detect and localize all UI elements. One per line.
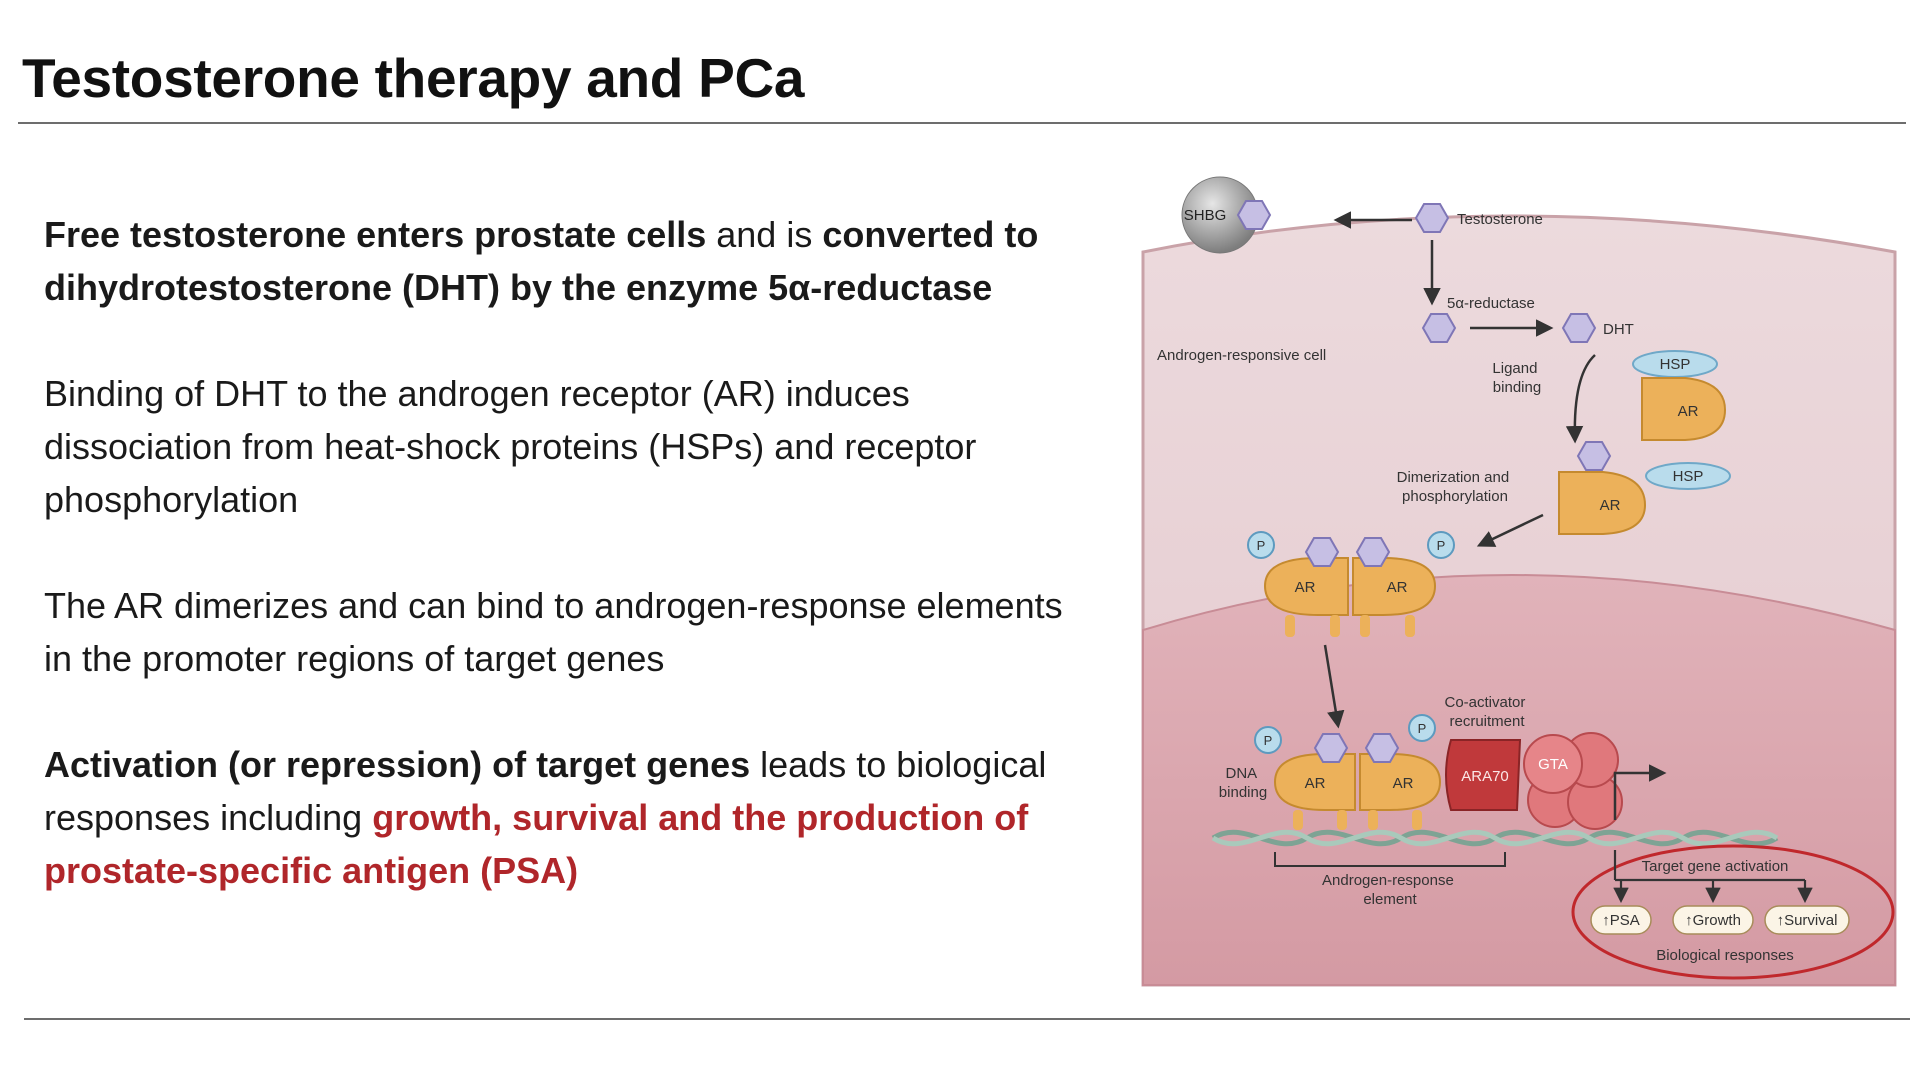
ar-label-4: AR: [1387, 579, 1408, 596]
ar-dimer-leg: [1360, 615, 1370, 637]
coactivator-label: Co-activator recruitment: [1444, 694, 1529, 730]
ar-activated-icon: [1558, 471, 1647, 535]
testosterone-label: Testosterone: [1457, 211, 1543, 228]
bullet-2-part-1: Binding of DHT to the androgen receptor …: [44, 373, 977, 520]
are-line-1: Androgen-response: [1322, 872, 1454, 889]
hsp-released-label: HSP: [1673, 468, 1704, 485]
phosphate-label: P: [1437, 538, 1446, 553]
survival-label: ↑Survival: [1777, 912, 1838, 929]
ar-label-3: AR: [1295, 579, 1316, 596]
testosterone-icon: [1414, 203, 1450, 233]
bullet-1-part-3: converted to dihydrotestosterone (DHT) b…: [44, 214, 1039, 308]
dht-bound-icon: [1576, 441, 1612, 471]
psa-label: ↑PSA: [1602, 912, 1640, 929]
testosterone-bound-icon: [1236, 200, 1272, 230]
footer-divider: [24, 1018, 1910, 1020]
dna-helix: [1211, 829, 1779, 847]
survival-pill: [1764, 905, 1850, 935]
coactivator-line-1: Co-activator: [1444, 694, 1525, 711]
target-gene-label: Target gene activation: [1642, 858, 1789, 875]
growth-label: ↑Growth: [1685, 912, 1741, 929]
ar-dimer-left-icon: [1263, 557, 1349, 616]
ar-dimer-right-icon: [1352, 557, 1437, 616]
gta-icon: [1523, 734, 1583, 794]
bullet-3: The AR dimerizes and can bind to androge…: [44, 579, 1074, 685]
phosphate-icon: [1427, 531, 1455, 559]
ligand-binding-label: Ligand binding: [1492, 360, 1541, 396]
dht-icon: [1561, 313, 1597, 343]
phosphate-icon: [1254, 726, 1282, 754]
hsp-label: HSP: [1660, 356, 1691, 373]
phosphate-label: P: [1264, 733, 1273, 748]
phosphate-label: P: [1257, 538, 1266, 553]
responses-highlight: [1571, 844, 1895, 980]
ar-dimer-leg: [1330, 615, 1340, 637]
coactivator-line-2: recruitment: [1449, 713, 1525, 730]
ar-signaling-diagram: SHBG Testosterone 5α-reductase DHT Andro…: [1125, 160, 1905, 990]
hsp-released-icon: [1645, 462, 1731, 490]
phosphate-icon: [1408, 714, 1436, 742]
ar-dna-leg: [1368, 810, 1378, 830]
dht-dimer-icon: [1355, 537, 1391, 567]
phosphate-label: P: [1418, 721, 1427, 736]
ar-dna-left-icon: [1273, 753, 1356, 811]
slide-title: Testosterone therapy and PCa: [22, 47, 805, 109]
dimerization-label: Dimerization and phosphorylation: [1397, 469, 1514, 505]
dht-label: DHT: [1603, 321, 1634, 338]
are-bracket: [1274, 852, 1506, 867]
bullet-4-part-3: growth, survival and the production of p…: [44, 797, 1029, 891]
ara70-icon: [1445, 739, 1522, 811]
bullet-1: Free testosterone enters prostate cells …: [44, 208, 1074, 314]
ligand-binding-line-1: Ligand: [1492, 360, 1537, 377]
ligand-arrow: [1565, 354, 1596, 444]
bullet-1-part-2: and is: [706, 214, 823, 255]
ligand-binding-line-2: binding: [1493, 379, 1541, 396]
dna-binding-line-2: binding: [1219, 784, 1267, 801]
gta-label: GTA: [1538, 756, 1568, 773]
nuclear-entry-arrow: [1323, 644, 1345, 729]
ara70-label: ARA70: [1461, 768, 1509, 785]
testosterone-inside-icon: [1421, 313, 1457, 343]
dimerization-line-2: phosphorylation: [1402, 488, 1508, 505]
ar-dna-leg: [1337, 810, 1347, 830]
shbg-label: SHBG: [1184, 207, 1227, 224]
transcription-arrow: [1613, 764, 1667, 820]
ar-label-2: AR: [1600, 497, 1621, 514]
reductase-label: 5α-reductase: [1447, 295, 1535, 312]
ar-label-5: AR: [1305, 775, 1326, 792]
are-line-2: element: [1363, 891, 1417, 908]
growth-pill: [1672, 905, 1754, 935]
dimerization-arrow: [1476, 513, 1544, 547]
dimerization-line-1: Dimerization and: [1397, 469, 1510, 486]
bullet-2: Binding of DHT to the androgen receptor …: [44, 367, 1074, 526]
bullet-1-part-1: Free testosterone enters prostate cells: [44, 214, 707, 255]
ar-receptor-icon: [1641, 377, 1727, 441]
dna-binding-label: DNA binding: [1219, 765, 1267, 801]
phosphate-icon: [1247, 531, 1275, 559]
bullet-3-part-1: The AR dimerizes and can bind to androge…: [44, 585, 1063, 679]
psa-pill: [1590, 905, 1652, 935]
dna-binding-line-1: DNA: [1225, 765, 1257, 782]
bullet-4-part-1: Activation (or repression) of target gen…: [44, 744, 751, 785]
ar-label-1: AR: [1678, 403, 1699, 420]
cell-label: Androgen-responsive cell: [1157, 347, 1326, 364]
bullet-list: Free testosterone enters prostate cells …: [44, 208, 1074, 950]
ar-dna-right-icon: [1359, 753, 1442, 811]
are-label: Androgen-response element: [1322, 872, 1458, 908]
ar-dna-leg: [1412, 810, 1422, 830]
ar-dna-leg: [1293, 810, 1303, 830]
dht-dimer-icon: [1304, 537, 1340, 567]
ar-label-6: AR: [1393, 775, 1414, 792]
dht-dna-icon: [1313, 733, 1349, 763]
title-divider: [18, 122, 1906, 124]
dht-dna-icon: [1364, 733, 1400, 763]
bullet-4-part-2: leads to biological responses including: [44, 744, 1047, 838]
bio-responses-label: Biological responses: [1656, 947, 1794, 964]
ar-dimer-leg: [1285, 615, 1295, 637]
bullet-4: Activation (or repression) of target gen…: [44, 738, 1074, 897]
ar-dimer-leg: [1405, 615, 1415, 637]
